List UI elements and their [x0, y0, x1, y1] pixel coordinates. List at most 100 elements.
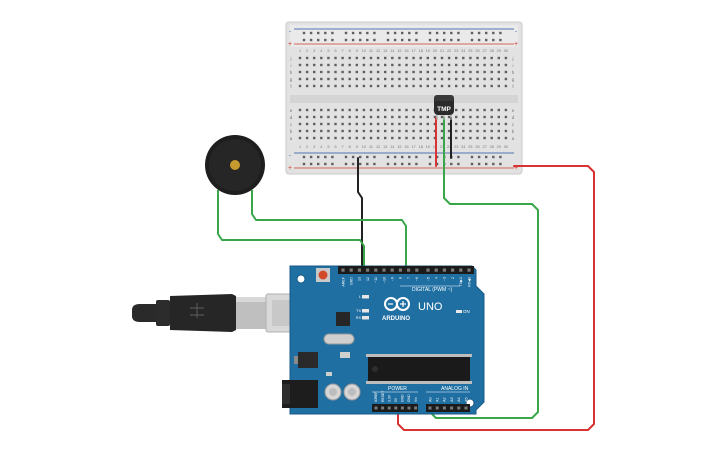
- breadboard-hole[interactable]: [476, 122, 479, 126]
- breadboard-hole[interactable]: [483, 84, 486, 88]
- breadboard-hole[interactable]: [470, 31, 474, 35]
- breadboard-hole[interactable]: [469, 108, 472, 112]
- breadboard-hole[interactable]: [415, 162, 418, 166]
- breadboard-hole[interactable]: [419, 129, 422, 133]
- breadboard-hole[interactable]: [483, 63, 486, 67]
- breadboard-hole[interactable]: [391, 115, 394, 119]
- breadboard-hole[interactable]: [497, 63, 500, 67]
- breadboard-hole[interactable]: [405, 70, 408, 74]
- digital-pin[interactable]: [341, 268, 345, 272]
- digital-pin[interactable]: [434, 268, 438, 272]
- breadboard-hole[interactable]: [497, 70, 500, 74]
- breadboard-hole[interactable]: [405, 122, 408, 126]
- breadboard-hole[interactable]: [447, 129, 451, 133]
- breadboard-hole[interactable]: [373, 162, 376, 166]
- breadboard-hole[interactable]: [443, 38, 446, 42]
- breadboard-hole[interactable]: [415, 38, 418, 42]
- breadboard-hole[interactable]: [490, 70, 493, 74]
- breadboard-hole[interactable]: [490, 63, 493, 67]
- breadboard-hole[interactable]: [362, 129, 366, 133]
- breadboard-hole[interactable]: [362, 122, 366, 126]
- breadboard-hole[interactable]: [433, 129, 437, 133]
- breadboard-hole[interactable]: [435, 162, 439, 166]
- breadboard-hole[interactable]: [313, 56, 316, 60]
- digital-pin[interactable]: [357, 268, 361, 272]
- breadboard-hole[interactable]: [476, 56, 479, 60]
- breadboard-hole[interactable]: [320, 70, 323, 74]
- breadboard-hole[interactable]: [344, 31, 348, 35]
- power-pin[interactable]: [400, 406, 404, 410]
- breadboard-hole[interactable]: [504, 77, 508, 81]
- breadboard-hole[interactable]: [504, 122, 508, 126]
- breadboard-hole[interactable]: [320, 129, 323, 133]
- breadboard-hole[interactable]: [455, 56, 458, 60]
- breadboard-hole[interactable]: [447, 115, 451, 119]
- breadboard-hole[interactable]: [313, 129, 316, 133]
- digital-pin[interactable]: [390, 268, 394, 272]
- breadboard-hole[interactable]: [492, 155, 495, 159]
- breadboard-hole[interactable]: [398, 63, 401, 67]
- breadboard-hole[interactable]: [477, 31, 481, 35]
- red-wire-rail-to-5v[interactable]: [397, 165, 595, 431]
- breadboard-hole[interactable]: [426, 115, 429, 119]
- breadboard-hole[interactable]: [504, 56, 508, 60]
- breadboard-hole[interactable]: [419, 122, 422, 126]
- breadboard-hole[interactable]: [426, 122, 429, 126]
- breadboard-hole[interactable]: [440, 136, 444, 140]
- breadboard-hole[interactable]: [369, 122, 373, 126]
- breadboard-hole[interactable]: [440, 70, 444, 74]
- breadboard-hole[interactable]: [483, 56, 486, 60]
- breadboard-hole[interactable]: [469, 115, 472, 119]
- breadboard-hole[interactable]: [376, 56, 380, 60]
- breadboard-hole[interactable]: [376, 136, 380, 140]
- breadboard-hole[interactable]: [457, 162, 460, 166]
- breadboard-hole[interactable]: [313, 115, 316, 119]
- breadboard-hole[interactable]: [348, 84, 351, 88]
- digital-header[interactable]: [338, 266, 474, 274]
- breadboard-hole[interactable]: [462, 115, 465, 119]
- breadboard-hole[interactable]: [401, 162, 404, 166]
- breadboard-hole[interactable]: [302, 155, 306, 159]
- piezo-buzzer-icon[interactable]: [205, 135, 265, 198]
- breadboard-hole[interactable]: [447, 77, 451, 81]
- breadboard-hole[interactable]: [320, 56, 323, 60]
- breadboard-hole[interactable]: [309, 155, 313, 159]
- digital-pin[interactable]: [459, 268, 463, 272]
- breadboard-hole[interactable]: [469, 70, 472, 74]
- digital-pin[interactable]: [382, 268, 386, 272]
- breadboard-hole[interactable]: [497, 129, 500, 133]
- breadboard-hole[interactable]: [450, 38, 453, 42]
- breadboard-hole[interactable]: [504, 84, 508, 88]
- breadboard-hole[interactable]: [477, 155, 481, 159]
- breadboard-hole[interactable]: [313, 122, 316, 126]
- breadboard-hole[interactable]: [393, 162, 397, 166]
- breadboard-hole[interactable]: [485, 31, 488, 35]
- breadboard-hole[interactable]: [398, 77, 401, 81]
- breadboard-hole[interactable]: [447, 136, 451, 140]
- breadboard-hole[interactable]: [302, 31, 306, 35]
- breadboard-hole[interactable]: [348, 63, 351, 67]
- breadboard-hole[interactable]: [355, 84, 358, 88]
- breadboard-hole[interactable]: [455, 77, 458, 81]
- breadboard-hole[interactable]: [359, 162, 362, 166]
- breadboard-hole[interactable]: [355, 77, 358, 81]
- breadboard-hole[interactable]: [492, 38, 495, 42]
- breadboard-hole[interactable]: [398, 122, 401, 126]
- breadboard-hole[interactable]: [348, 129, 351, 133]
- breadboard-hole[interactable]: [327, 129, 330, 133]
- breadboard-hole[interactable]: [327, 122, 330, 126]
- breadboard-hole[interactable]: [393, 155, 397, 159]
- breadboard-hole[interactable]: [419, 77, 422, 81]
- breadboard-hole[interactable]: [504, 115, 508, 119]
- breadboard-hole[interactable]: [369, 70, 373, 74]
- breadboard-hole[interactable]: [369, 129, 373, 133]
- breadboard-hole[interactable]: [386, 38, 390, 42]
- breadboard-hole[interactable]: [305, 136, 309, 140]
- breadboard-hole[interactable]: [355, 129, 358, 133]
- breadboard-hole[interactable]: [344, 162, 348, 166]
- breadboard-hole[interactable]: [497, 115, 500, 119]
- breadboard-hole[interactable]: [369, 108, 373, 112]
- breadboard-hole[interactable]: [405, 63, 408, 67]
- breadboard-hole[interactable]: [341, 77, 344, 81]
